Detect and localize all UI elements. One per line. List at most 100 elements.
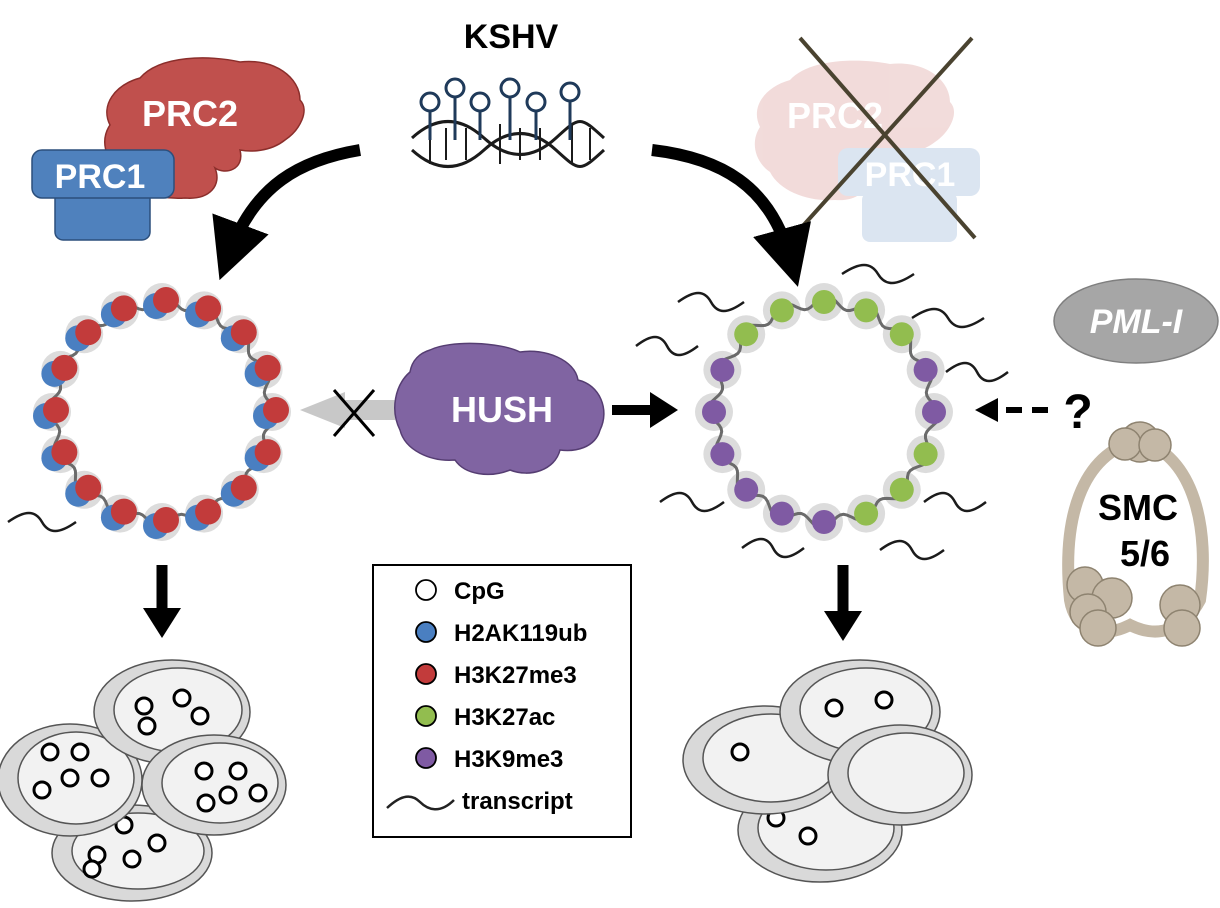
episome-dot	[730, 742, 750, 762]
h3k27me3-mark	[75, 319, 102, 346]
h3k9me3-mark	[769, 501, 794, 526]
legend-label: transcript	[462, 788, 573, 815]
prc-faded-group: PRC2 PRC1	[754, 60, 980, 242]
chromatin-ring-active	[695, 283, 953, 541]
episome-dot	[190, 706, 210, 726]
h3k27me3-mark	[51, 439, 78, 466]
transcript-squiggle	[677, 291, 745, 313]
hush-arrow-right	[612, 392, 678, 428]
legend-item-h3k9me3: H3K9me3	[415, 746, 563, 773]
transcript-squiggle	[911, 307, 985, 329]
chromatin-ring-repressed	[33, 283, 291, 541]
h3k27me3-mark	[254, 354, 281, 381]
h3k27ac-mark	[854, 501, 879, 526]
curved-arrow-right	[651, 144, 811, 287]
episome-dot	[90, 768, 110, 788]
h3k9me3-mark	[812, 510, 836, 534]
legend-label: H3K27me3	[454, 662, 577, 689]
transcript-squiggle	[659, 491, 725, 513]
episome-dot	[70, 742, 90, 762]
h3k27ac-mark	[769, 298, 794, 323]
cell-nucleus	[847, 732, 965, 814]
smc-label-line1: SMC	[1098, 487, 1178, 528]
h3k27me3-mark	[254, 439, 281, 466]
h3k27me3-mark	[51, 354, 78, 381]
episome-dot	[194, 761, 214, 781]
down-arrow-left	[143, 565, 181, 638]
h3k9me3-mark	[710, 442, 735, 467]
episome-dot	[798, 826, 818, 846]
h3k27me3-mark	[43, 397, 69, 423]
episome-dot	[32, 780, 52, 800]
h3k27ac-mark	[913, 442, 938, 467]
curved-arrow-left	[212, 144, 361, 281]
legend-swatch	[386, 795, 455, 811]
cell-nucleus	[161, 742, 279, 824]
transcript-squiggle	[945, 361, 1009, 383]
h3k27me3-mark	[110, 295, 137, 322]
cell-nucleus	[71, 812, 205, 890]
h3k9me3-mark	[913, 357, 938, 382]
episome-dot	[172, 688, 192, 708]
hush-label: HUSH	[451, 389, 553, 430]
cell-cluster-many-episomes	[0, 659, 287, 902]
h3k27me3-mark	[263, 397, 289, 423]
episome-dot	[122, 849, 142, 869]
transcript-squiggle	[879, 539, 945, 561]
transcript-squiggle	[635, 335, 699, 357]
prc1-complex: PRC1	[31, 149, 175, 241]
prc1-label: PRC1	[55, 158, 146, 196]
transcript-squiggle	[7, 511, 77, 533]
cross-icon	[790, 36, 977, 240]
episome-dot	[137, 716, 157, 736]
h3k27me3-mark	[153, 507, 179, 533]
kshv-label: KSHV	[464, 18, 559, 56]
h3k27ac-mark	[854, 298, 879, 323]
legend-item-h3k27ac: H3K27ac	[415, 704, 555, 731]
smc56-complex: SMC 5/6	[1062, 421, 1209, 647]
legend-swatch	[415, 621, 437, 643]
prc2-label: PRC2	[142, 93, 238, 134]
episome-dot	[196, 793, 216, 813]
episome-dot	[874, 690, 894, 710]
h3k27me3-mark	[110, 498, 137, 525]
h3k27me3-mark	[75, 474, 102, 501]
episome-dot	[82, 859, 102, 879]
h3k27ac-mark	[889, 477, 914, 502]
transcript-squiggle	[841, 263, 915, 285]
blocked-arrow	[300, 389, 395, 437]
legend-swatch	[415, 579, 437, 601]
legend-item-h3k27me3: H3K27me3	[415, 662, 577, 689]
transcript-squiggle	[741, 537, 805, 559]
h3k27me3-mark	[195, 498, 222, 525]
hush-complex: HUSH	[394, 342, 605, 476]
legend-swatch	[415, 747, 437, 769]
legend-item-cpg: CpG	[415, 578, 505, 605]
pml-label: PML-I	[1090, 303, 1184, 341]
dashed-arrow-left	[975, 398, 1048, 422]
pml-complex: PML-I	[1053, 278, 1219, 364]
episome-dot	[60, 768, 80, 788]
question-mark: ?	[1063, 386, 1092, 439]
legend-item-h2ak119ub: H2AK119ub	[415, 620, 587, 647]
h3k27ac-mark	[734, 322, 759, 347]
episome-dot	[40, 742, 60, 762]
legend-label: H2AK119ub	[454, 620, 587, 647]
h3k27ac-mark	[889, 322, 914, 347]
h3k27me3-mark	[230, 474, 257, 501]
h3k27me3-mark	[153, 287, 179, 313]
episome-dot	[218, 785, 238, 805]
episome-dot	[134, 696, 154, 716]
episome-dot	[824, 698, 844, 718]
kshv-dna-icon	[410, 77, 606, 168]
legend-swatch	[415, 663, 437, 685]
transcript-squiggle	[923, 491, 987, 513]
cell-cluster-few-episomes	[682, 659, 973, 883]
h3k9me3-mark	[922, 400, 946, 424]
h3k27me3-mark	[195, 295, 222, 322]
legend-label: CpG	[454, 578, 505, 605]
legend-label: H3K9me3	[454, 746, 563, 773]
